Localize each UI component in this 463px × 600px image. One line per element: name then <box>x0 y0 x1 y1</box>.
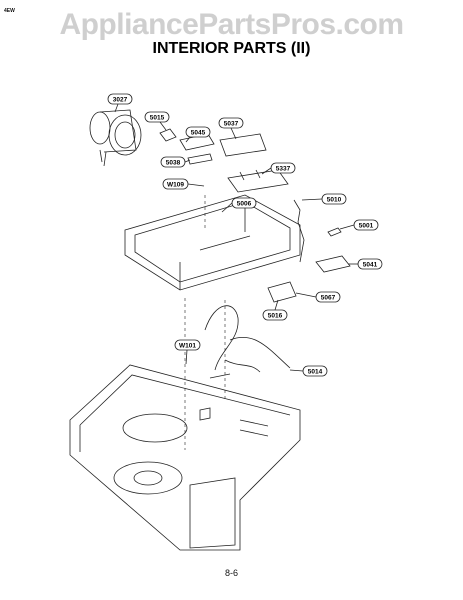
page-number: 8-6 <box>224 568 238 578</box>
part-label-5016: 5016 <box>262 299 288 321</box>
corner-code: 4EW <box>4 8 15 14</box>
part-5038-drawing <box>187 153 213 165</box>
bracket-5067-drawing <box>267 281 297 303</box>
part-label-3027: 3027 <box>107 93 133 113</box>
part-label-5015: 5015 <box>144 111 170 131</box>
fuse-5001-drawing <box>327 227 342 237</box>
part-label-5067: 5067 <box>295 291 341 303</box>
part-label-5041: 5041 <box>348 258 383 270</box>
svg-text:5041: 5041 <box>363 262 378 269</box>
svg-text:W109: W109 <box>167 182 184 189</box>
part-label-5006: 5006 <box>221 197 257 213</box>
part-label-5037: 5037 <box>218 117 244 140</box>
part-label-5045: 5045 <box>185 126 211 143</box>
svg-text:5016: 5016 <box>268 313 283 320</box>
switch-5010-drawing <box>293 199 305 263</box>
svg-text:5337: 5337 <box>276 166 291 173</box>
watermark: AppliancePartsPros.com <box>59 8 404 41</box>
part-label-5038: 5038 <box>160 156 191 168</box>
part-label-5337: 5337 <box>261 162 296 175</box>
svg-text:5001: 5001 <box>359 223 374 230</box>
svg-text:5037: 5037 <box>224 121 239 128</box>
part-label-W109: W109 <box>162 178 205 190</box>
svg-text:5045: 5045 <box>191 130 206 137</box>
assembly-lines <box>184 195 226 450</box>
svg-text:5015: 5015 <box>150 115 165 122</box>
svg-text:5006: 5006 <box>237 201 252 208</box>
wire-harness-drawing <box>204 305 291 379</box>
svg-text:5014: 5014 <box>308 369 323 376</box>
svg-text:5067: 5067 <box>321 295 336 302</box>
tray-5006-drawing <box>124 194 301 291</box>
cover-5337-drawing <box>227 169 289 193</box>
fan-motor-drawing <box>89 109 142 167</box>
board-5041-drawing <box>315 255 351 273</box>
part-label-W101: W101 <box>174 339 201 365</box>
svg-text:5038: 5038 <box>166 160 181 167</box>
filter-5037-drawing <box>219 133 267 157</box>
part-label-5010: 5010 <box>301 193 347 205</box>
cabinet-drawing <box>69 364 301 551</box>
bulb-5015-drawing <box>159 128 177 142</box>
part-label-5001: 5001 <box>339 219 379 231</box>
svg-text:5010: 5010 <box>327 197 342 204</box>
svg-text:W101: W101 <box>179 343 196 350</box>
page-title: INTERIOR PARTS (II) <box>152 40 311 57</box>
svg-text:3027: 3027 <box>113 97 128 104</box>
part-label-5014: 5014 <box>289 365 328 377</box>
